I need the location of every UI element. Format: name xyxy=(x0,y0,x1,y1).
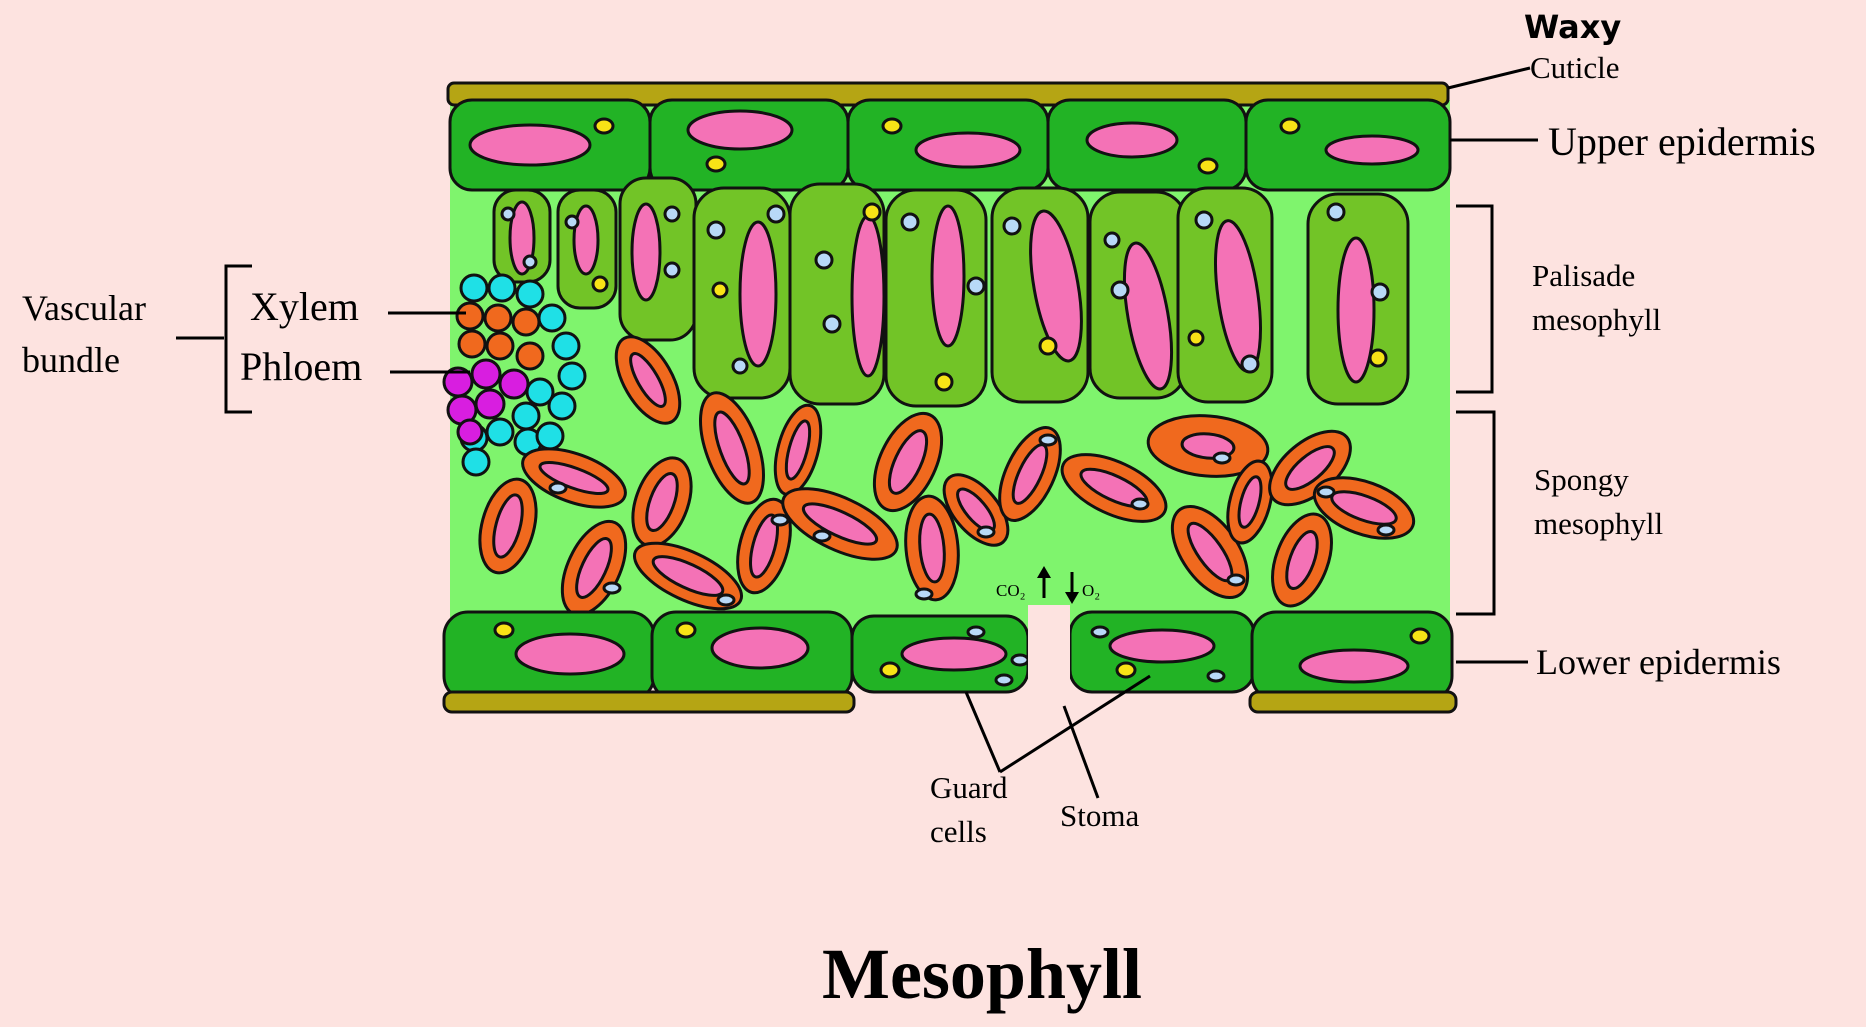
stoma-pointer xyxy=(1062,705,1100,799)
palisade-label-line1: Palisade xyxy=(1532,258,1635,293)
spongy-bracket xyxy=(1456,410,1496,616)
upper-epidermis-label: Upper epidermis xyxy=(1548,119,1816,164)
phloem-label: Phloem xyxy=(240,344,362,389)
cuticle-pointer xyxy=(1447,66,1531,90)
o2-label: O₂ xyxy=(1082,581,1100,600)
guard-cell-pointer-right xyxy=(999,674,1151,774)
vascular-label-line2: bundle xyxy=(22,340,120,380)
stoma-opening xyxy=(1028,605,1070,695)
xylem-label: Xylem xyxy=(250,284,359,329)
palisade-mesophyll-cells xyxy=(492,176,1410,408)
cuticle-label: Cuticle xyxy=(1530,50,1620,85)
vascular-label-line1: Vascular xyxy=(22,288,146,328)
palisade-label-line2: mesophyll xyxy=(1532,302,1661,337)
palisade-bracket xyxy=(1456,204,1494,394)
co2-arrow-head xyxy=(1037,566,1051,578)
upper-epidermis-cells xyxy=(448,98,1452,192)
guard-cells-label-line2: cells xyxy=(930,814,987,849)
o2-arrow-head xyxy=(1065,592,1079,604)
spongy-mesophyll-cells xyxy=(478,335,1416,617)
stoma-label: Stoma xyxy=(1060,798,1139,833)
guard-cell-pointer-left xyxy=(964,691,1002,773)
co2-label: CO₂ xyxy=(996,581,1026,600)
spongy-label-line2: mesophyll xyxy=(1534,506,1663,541)
vascular-bracket xyxy=(224,264,252,414)
diagram-title: Mesophyll xyxy=(822,934,1142,1014)
waxy-label: Waxy xyxy=(1524,8,1621,46)
lower-epidermis-label: Lower epidermis xyxy=(1536,642,1781,682)
lower-cuticle xyxy=(442,690,1458,714)
lower-epidermis-cells xyxy=(442,610,1454,702)
spongy-label-line1: Spongy xyxy=(1534,462,1629,497)
guard-cells-label-line1: Guard xyxy=(930,770,1008,805)
vascular-bundle xyxy=(442,273,587,477)
